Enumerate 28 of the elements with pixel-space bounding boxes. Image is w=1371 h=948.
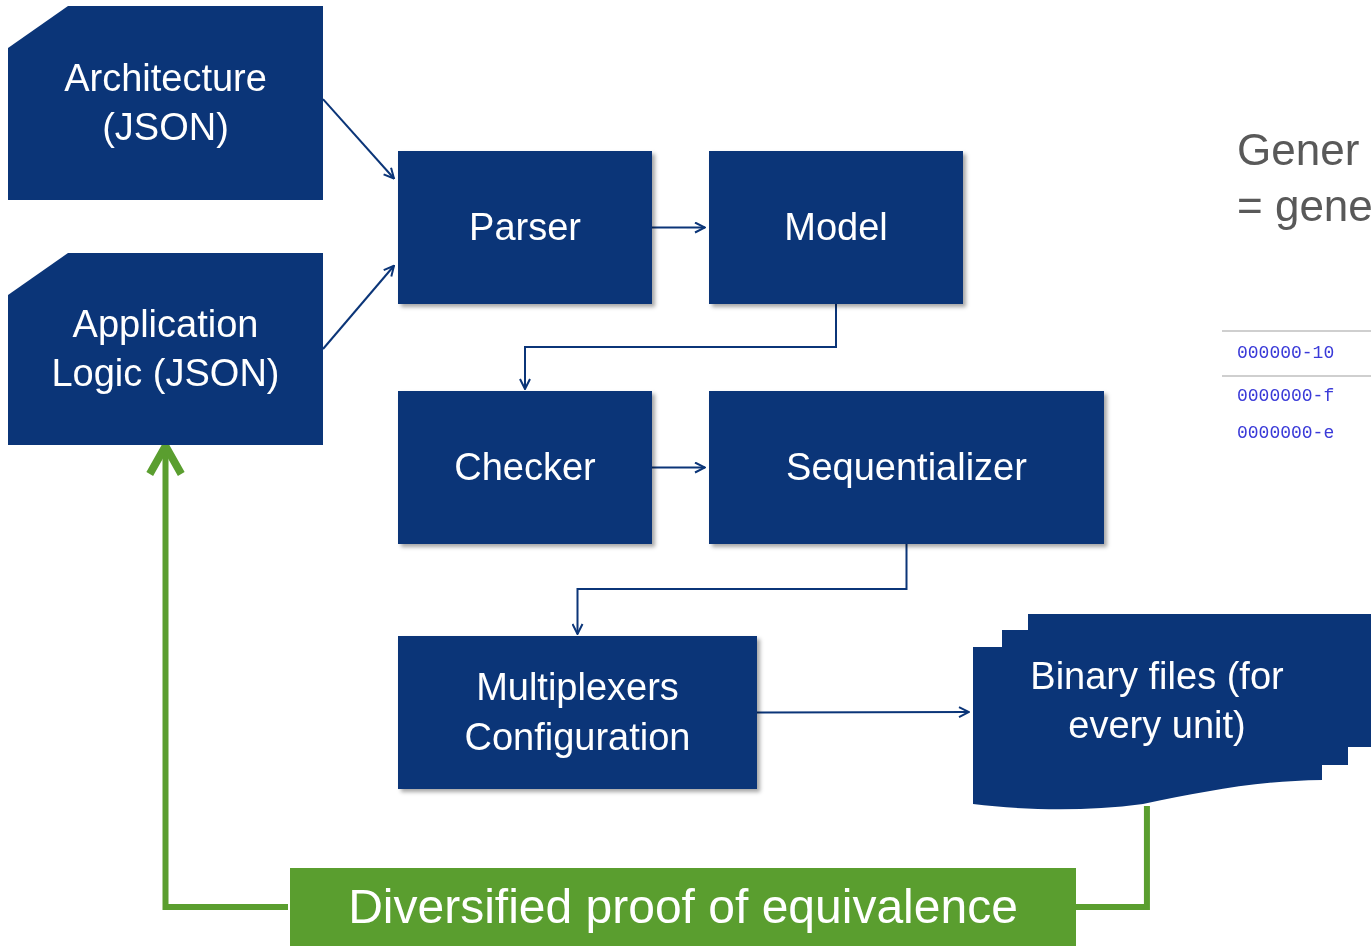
code-line: 0000000-f [1237, 387, 1335, 405]
connector-line [1076, 806, 1150, 910]
arrow [519, 303, 837, 390]
process-box [709, 391, 1104, 544]
code-line: 000000-10 [1237, 344, 1335, 362]
arrow [651, 221, 706, 234]
heading-text: = gene [1237, 184, 1371, 228]
box-label: Model [784, 204, 888, 250]
box-label: Multiplexers Configuration [463, 665, 692, 760]
process-box [398, 391, 652, 544]
box-label: Sequentializer [786, 444, 1027, 490]
process-box [398, 151, 652, 304]
box-label: Application Logic (JSON) [50, 301, 281, 396]
arrow [651, 461, 706, 474]
heading-text: Gener [1237, 128, 1360, 172]
code-line: 0000000-e [1237, 424, 1335, 442]
arrow [322, 264, 395, 350]
arrow [571, 543, 908, 635]
process-box [398, 636, 757, 789]
banner [290, 868, 1076, 946]
box-label: Checker [454, 444, 596, 490]
box-label: Parser [469, 204, 581, 250]
box-label: Architecture (JSON) [63, 55, 268, 150]
process-box [709, 151, 963, 304]
arrow [322, 98, 395, 180]
arrow [756, 706, 970, 718]
box-label: Binary files (for every unit) [1029, 653, 1285, 748]
banner-text: Diversified proof of equivalence [348, 880, 1018, 934]
